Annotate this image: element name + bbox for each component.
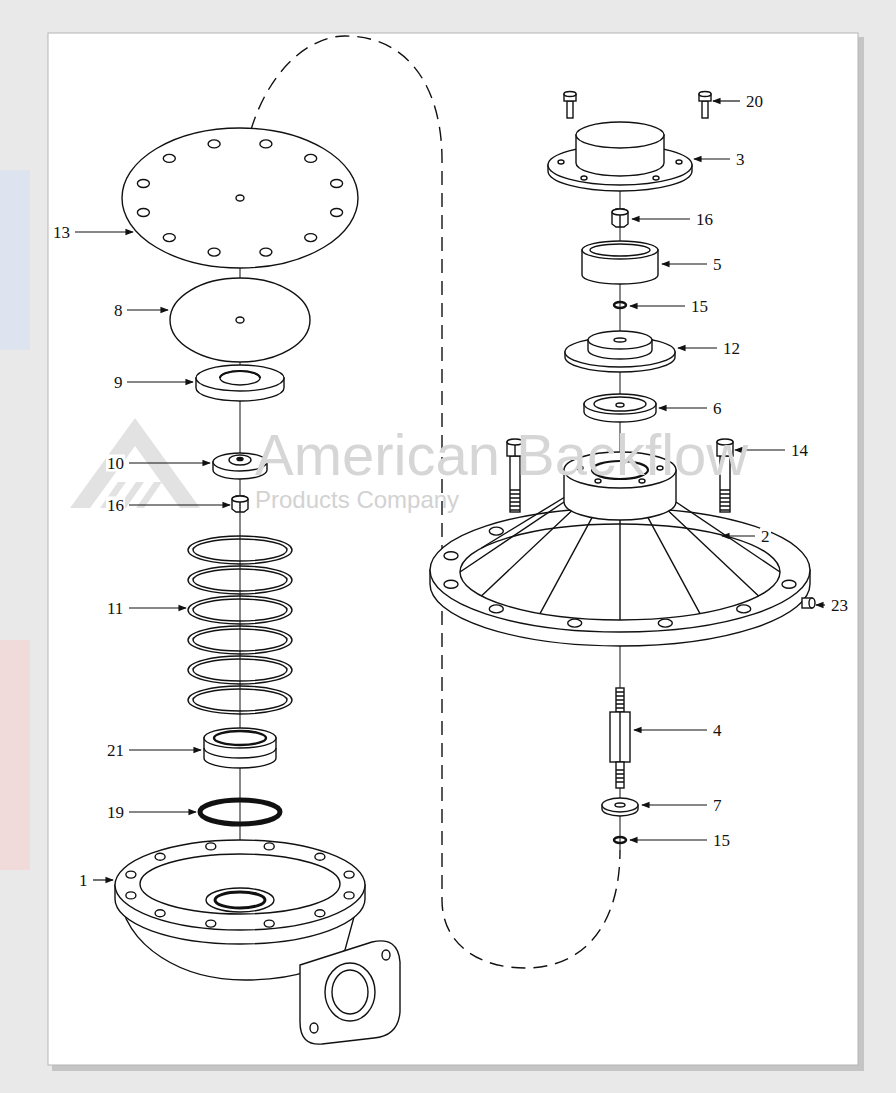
callout-number: 8 <box>113 302 124 319</box>
callout-number: 2 <box>760 528 771 545</box>
spring-seat-21 <box>204 728 276 768</box>
callout-number: 7 <box>712 797 723 814</box>
leader-arrow <box>694 158 730 159</box>
faint-stripe <box>0 640 30 870</box>
o-ring-15 <box>614 302 626 308</box>
leader-arrow <box>129 462 210 463</box>
leader-arrow <box>129 607 186 608</box>
callout-number: 11 <box>106 600 124 617</box>
callout-number: 15 <box>690 298 709 315</box>
sleeve-5 <box>582 241 658 284</box>
callout-number: 12 <box>722 340 741 357</box>
nut-16 <box>612 209 628 227</box>
callout-number: 3 <box>735 151 746 168</box>
leader-arrow <box>93 879 113 880</box>
o-ring-15 <box>614 837 626 843</box>
callout-number: 21 <box>106 742 125 759</box>
callout-number: 16 <box>695 211 714 228</box>
diaphragm-plate-8 <box>170 278 310 362</box>
seat-6 <box>584 394 656 422</box>
leader-arrow <box>127 381 193 382</box>
callout-number: 10 <box>106 455 125 472</box>
faint-stripe <box>0 170 30 350</box>
callout-number: 20 <box>745 93 764 110</box>
lower-housing-1 <box>115 840 400 1044</box>
callout-number: 16 <box>106 497 125 514</box>
callout-number: 19 <box>106 804 125 821</box>
frame-panel <box>48 33 858 1065</box>
leader-arrow <box>642 804 707 805</box>
diaphragm-13 <box>122 128 358 268</box>
leader-arrow <box>722 535 755 536</box>
callout-number: 23 <box>830 597 849 614</box>
leader-arrow <box>659 407 707 408</box>
callout-number: 14 <box>790 442 809 459</box>
callout-number: 15 <box>712 832 731 849</box>
callout-number: 6 <box>712 400 723 417</box>
leader-arrow <box>630 305 685 306</box>
watermark-text: Products Company <box>255 488 459 512</box>
callout-number: 9 <box>113 374 124 391</box>
leader-arrow <box>127 309 168 310</box>
cap-3 <box>548 122 692 191</box>
leader-arrow <box>129 504 230 505</box>
leader-arrow <box>634 729 707 730</box>
leader-arrow <box>678 347 717 348</box>
washer-9 <box>196 365 284 401</box>
leader-arrow <box>816 604 825 605</box>
leader-arrow <box>75 231 133 232</box>
stem-4 <box>610 688 630 788</box>
leader-arrow <box>630 839 707 840</box>
leader-arrow <box>662 263 707 264</box>
flanged-cup-12 <box>565 331 675 372</box>
leader-arrow <box>129 811 196 812</box>
watermark-text: American Backflow <box>255 426 748 484</box>
screw-20 <box>564 92 711 119</box>
callout-number: 13 <box>52 224 71 241</box>
washer-7 <box>602 798 638 816</box>
spring-11 <box>188 536 292 714</box>
leader-arrows <box>75 101 825 880</box>
nut-16 <box>232 496 248 512</box>
callout-number: 1 <box>78 872 89 889</box>
callout-number: 4 <box>712 722 723 739</box>
leader-arrow <box>129 749 201 750</box>
leader-arrow <box>632 218 690 219</box>
o-ring-19 <box>200 800 280 824</box>
leader-arrow <box>713 100 740 101</box>
callout-number: 5 <box>712 256 723 273</box>
